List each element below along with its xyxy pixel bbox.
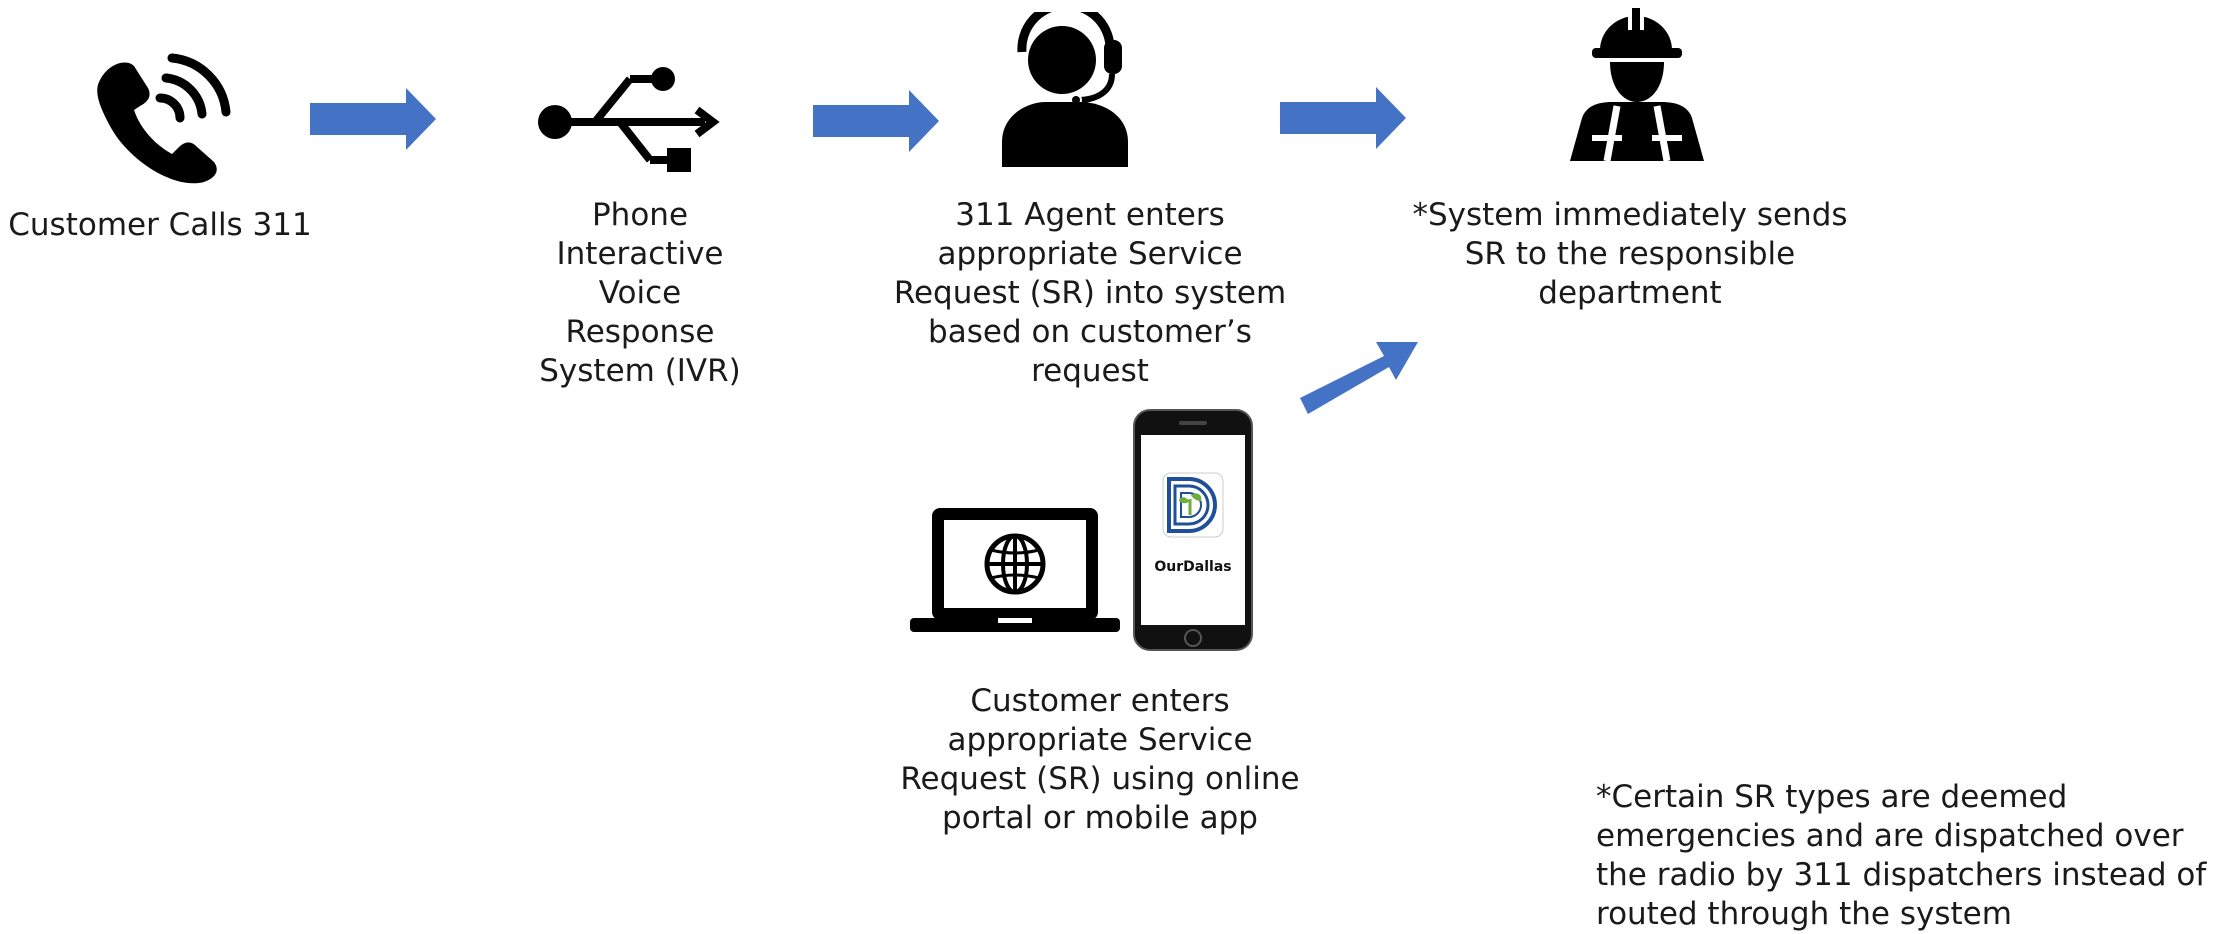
headset-agent-icon bbox=[1002, 12, 1128, 167]
step-agent: 311 Agent enters appropriate Service Req… bbox=[880, 0, 1300, 400]
app-name-text: OurDallas bbox=[1154, 559, 1232, 575]
step-online-portal: OurDallas Customer enters appropriate Se… bbox=[890, 400, 1330, 840]
footnote-emergency: *Certain SR types are deemed emergencies… bbox=[1596, 779, 2207, 932]
arrow-shape bbox=[1300, 342, 1418, 414]
label-customer-calls: Customer Calls 311 bbox=[8, 207, 312, 243]
label-department: *System immediately sends SR to the resp… bbox=[1412, 197, 1848, 311]
arrow-shape bbox=[813, 90, 939, 152]
construction-worker-icon bbox=[1570, 8, 1704, 161]
arrow-diagonal-up-right bbox=[1300, 342, 1418, 414]
smartphone-app-icon: OurDallas bbox=[1133, 409, 1253, 651]
label-ivr: Phone Interactive Voice Response System … bbox=[539, 197, 741, 389]
phone-ringing-icon bbox=[97, 53, 231, 184]
step-ivr: Phone Interactive Voice Response System … bbox=[520, 0, 760, 400]
arrow-right-1 bbox=[310, 88, 436, 150]
arrow-right-3 bbox=[1280, 87, 1406, 149]
label-agent: 311 Agent enters appropriate Service Req… bbox=[893, 197, 1287, 389]
arrow-shape bbox=[310, 88, 436, 150]
phone-frame bbox=[1133, 409, 1253, 651]
arrow-shape bbox=[1280, 87, 1406, 149]
step-department: *System immediately sends SR to the resp… bbox=[1410, 0, 1850, 320]
arrow-right-2 bbox=[813, 90, 939, 152]
label-online-portal: Customer enters appropriate Service Requ… bbox=[900, 683, 1300, 836]
step-customer-call: Customer Calls 311 bbox=[0, 0, 330, 260]
usb-network-icon bbox=[538, 67, 720, 172]
laptop-globe-icon bbox=[910, 508, 1120, 632]
